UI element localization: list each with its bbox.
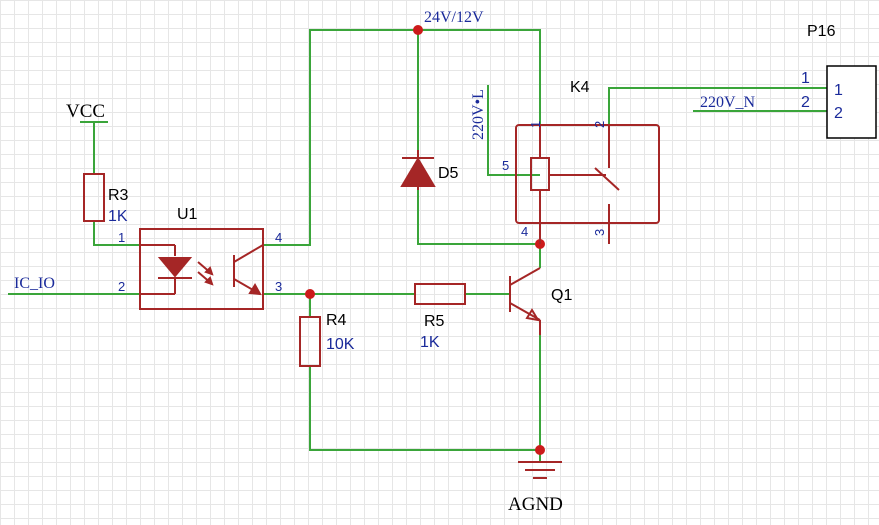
k4-pin-3: 3 (592, 229, 607, 236)
p16-pin-label-1: 1 (834, 82, 843, 99)
resistor-r5: R5 1K (414, 283, 466, 351)
k4-pin-5: 5 (502, 158, 509, 173)
k4-designator: K4 (570, 79, 590, 96)
neutral-label: 220V_N (700, 94, 756, 111)
ground-symbol: AGND (508, 461, 563, 515)
p16-pin-label-2: 2 (834, 105, 843, 122)
junctions (305, 25, 545, 455)
resistor-r4: R4 10K (299, 312, 355, 367)
wires (8, 29, 827, 462)
p16-pin-1: 1 (801, 70, 810, 87)
k4-pin-1: 1 (528, 121, 543, 128)
line-label: 220V•L (470, 89, 487, 140)
r5-value: 1K (420, 334, 440, 351)
d5-designator: D5 (438, 165, 459, 182)
connector-p16: P16 1 2 1 2 (801, 23, 877, 139)
vcc-symbol: VCC (66, 101, 108, 123)
p16-designator: P16 (807, 23, 836, 40)
supply-label: 24V/12V (424, 9, 484, 26)
r4-designator: R4 (326, 312, 347, 329)
u1-pin-3: 3 (275, 279, 282, 294)
junction-ground (535, 445, 545, 455)
ic-io-port: IC_IO (14, 275, 55, 292)
wire-d5-relay-pin4 (417, 190, 540, 245)
junction-u1-r4 (305, 289, 315, 299)
u1-pin-1: 1 (118, 230, 125, 245)
wire-u1-pin4-supply (263, 29, 541, 246)
transistor-q1: Q1 (509, 267, 572, 335)
wire-r3-u1-pin1 (93, 221, 140, 246)
vcc-label: VCC (66, 101, 105, 122)
wire-relay-pin2-p16 (608, 87, 827, 125)
k4-pin-2: 2 (592, 121, 607, 128)
p16-pin-2: 2 (801, 94, 810, 111)
r3-designator: R3 (108, 187, 129, 204)
relay-k4: K4 1 2 3 4 5 (502, 79, 660, 244)
r3-value: 1K (108, 208, 128, 225)
ic-io-label: IC_IO (14, 275, 55, 292)
ground-label: AGND (508, 494, 563, 515)
resistor-r3: R3 1K (83, 173, 129, 225)
wire-r4-ground (309, 366, 540, 451)
u1-pin-2: 2 (118, 279, 125, 294)
wire-line-relay-pin5 (487, 85, 540, 176)
optocoupler-u1: U1 1 2 3 4 (118, 206, 282, 310)
r4-value: 10K (326, 336, 355, 353)
diode-d5: D5 (400, 150, 459, 190)
r5-designator: R5 (424, 313, 445, 330)
k4-pin-4: 4 (521, 224, 528, 239)
junction-supply (413, 25, 423, 35)
u1-designator: U1 (177, 206, 198, 223)
q1-designator: Q1 (551, 287, 572, 304)
u1-pin-4: 4 (275, 230, 282, 245)
